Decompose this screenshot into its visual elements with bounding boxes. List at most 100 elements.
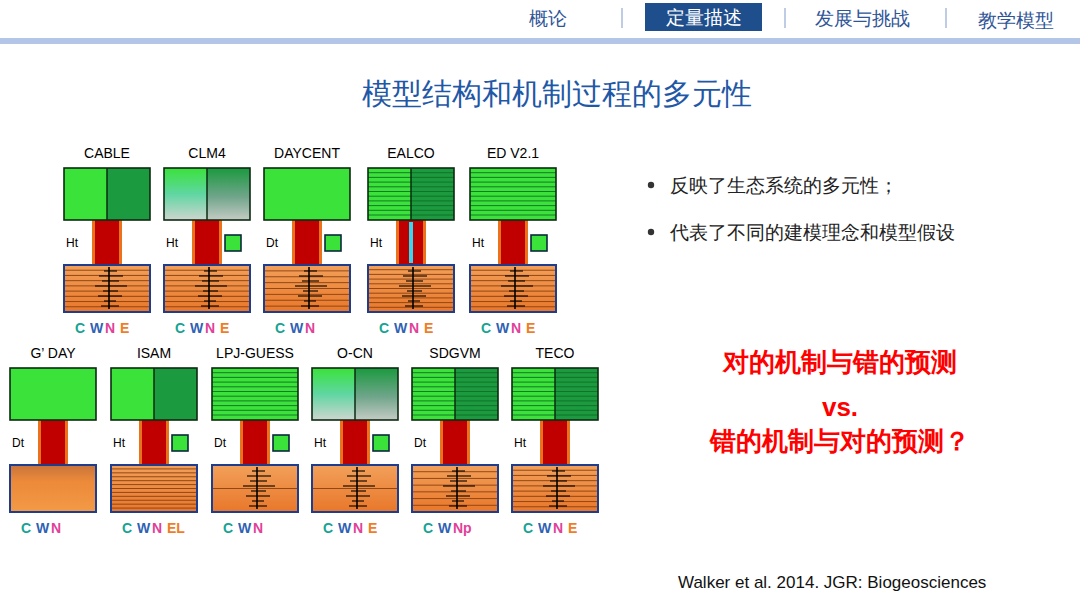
element-cycle: W — [290, 321, 303, 335]
soil-layer — [111, 492, 197, 493]
root-branch — [102, 280, 119, 281]
soil-layer — [111, 496, 197, 497]
soil-layer — [368, 307, 454, 308]
element-cycle: W — [90, 321, 103, 335]
root-branch — [243, 485, 275, 486]
root-branch — [447, 475, 471, 476]
soil-layer — [111, 488, 197, 489]
root-branch — [246, 495, 270, 496]
storage-pool — [172, 435, 188, 451]
canopy-layer — [212, 372, 298, 373]
root-branch — [408, 300, 420, 301]
storage-pool — [273, 435, 289, 451]
soil-layer — [368, 269, 454, 270]
soil-layer — [470, 306, 556, 307]
element-cycle: C — [175, 321, 185, 335]
canopy-outline — [312, 368, 398, 420]
root-branch — [501, 285, 533, 286]
root-branch — [543, 485, 575, 486]
root-branch — [343, 485, 375, 486]
stem — [92, 220, 122, 265]
element-cycle: E — [120, 321, 129, 335]
model-name: G’ DAY — [30, 346, 75, 360]
soil-layer — [111, 468, 197, 469]
soil-outline — [10, 465, 96, 512]
model-name: EALCO — [387, 146, 434, 160]
root-branch — [351, 490, 366, 491]
soil-layer — [412, 505, 498, 506]
stem — [440, 420, 470, 465]
root-branch — [201, 305, 219, 306]
root-branch — [302, 280, 319, 281]
canopy-shaded — [555, 368, 598, 420]
element-cycle: C — [481, 321, 491, 335]
element-cycle: N — [253, 521, 263, 535]
element-cycle: C — [323, 521, 333, 535]
root-branch — [98, 295, 122, 296]
root — [356, 467, 358, 509]
soil-layer — [512, 485, 598, 486]
element-cycle: E — [220, 321, 229, 335]
canopy-outline — [412, 368, 498, 420]
root-branch — [449, 505, 467, 506]
soil-layer — [64, 306, 150, 307]
stem-water — [409, 222, 413, 263]
canopy-outline — [264, 168, 350, 220]
soil-outline — [111, 465, 197, 512]
root-branch — [303, 290, 318, 291]
stem-core — [243, 420, 267, 465]
soil-layer — [164, 275, 250, 276]
citation: Walker et al. 2014. JGR: Biogeosciences — [678, 574, 986, 591]
root-branch — [104, 270, 117, 271]
soil-layer — [111, 504, 197, 505]
root-branch — [551, 490, 566, 491]
root-branch — [408, 270, 421, 271]
element-cycle: EL — [167, 521, 185, 535]
stem-core — [501, 220, 525, 265]
root-branch — [346, 495, 370, 496]
nav-tab: 教学模型 — [978, 11, 1054, 30]
canopy-shaded — [154, 368, 197, 420]
soil-layer — [111, 508, 197, 509]
element-cycle: C — [223, 521, 233, 535]
canopy-divider — [554, 368, 556, 420]
root-branch — [552, 500, 564, 501]
model-diagram: ED V2.1HtCWNE — [468, 140, 558, 340]
stem-core — [95, 220, 119, 265]
stem-core — [399, 220, 423, 265]
root-branch — [252, 470, 265, 471]
canopy-outline — [10, 368, 96, 420]
storage-pool — [325, 235, 341, 251]
soil-layer — [164, 280, 250, 281]
root-branch — [347, 475, 371, 476]
element-cycle: W — [137, 521, 150, 535]
canopy-sunlit — [164, 168, 207, 220]
canopy-layer — [212, 382, 298, 383]
canopy-divider — [106, 168, 108, 220]
element-cycle: C — [523, 521, 533, 535]
model-diagram: EALCOHtCWNE — [366, 140, 456, 340]
canopy-shaded — [207, 168, 250, 220]
model-diagram: LPJ-GUESSDtCWN — [210, 340, 300, 540]
element-cycle: C — [75, 321, 85, 335]
canopy-layer — [212, 391, 298, 392]
element-cycle: E — [424, 321, 433, 335]
soil-layer — [368, 283, 454, 284]
stem-core — [142, 420, 166, 465]
element-cycle: W — [36, 521, 49, 535]
height-scheme: Ht — [66, 237, 78, 249]
soil-layer — [368, 302, 454, 303]
root-branch — [352, 500, 364, 501]
canopy-layer — [212, 405, 298, 406]
soil-layer — [470, 301, 556, 302]
element-cycle: W — [496, 321, 509, 335]
element-cycle: E — [368, 521, 377, 535]
soil-outline — [412, 465, 498, 512]
soil-layer — [312, 488, 398, 489]
model-diagram: SDGVMDtCWNp — [410, 340, 500, 540]
model-name: DAYCENT — [274, 146, 340, 160]
root-branch — [510, 270, 523, 271]
stem — [192, 220, 222, 265]
canopy-layer — [470, 177, 556, 178]
canopy-outline — [64, 168, 150, 220]
